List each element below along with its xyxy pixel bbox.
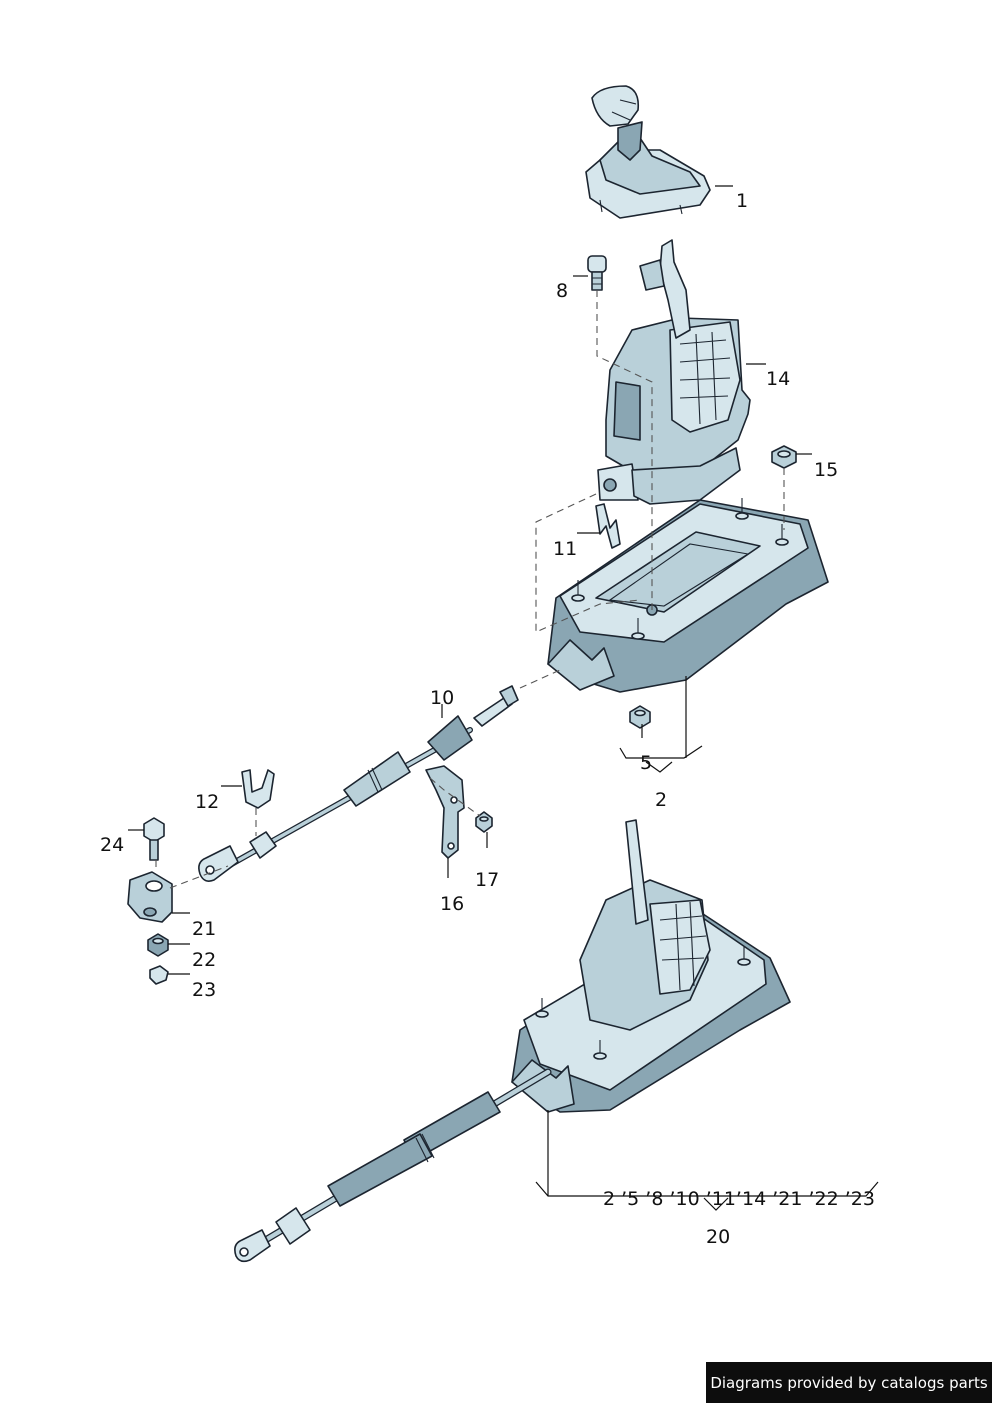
callout-14: 14 xyxy=(766,368,790,390)
assembly-studs xyxy=(535,946,751,1060)
part-12-clip[interactable] xyxy=(241,769,275,809)
callout-2: 2 xyxy=(655,789,667,811)
part-15-nut[interactable] xyxy=(771,445,797,469)
leader-lines xyxy=(128,185,879,1211)
part-24-bolt[interactable] xyxy=(143,817,165,861)
callout-12: 12 xyxy=(195,791,219,813)
callout-23: 23 xyxy=(192,979,216,1001)
callout-5: 5 xyxy=(640,752,652,774)
callout-15: 15 xyxy=(814,459,838,481)
part-22-nut[interactable] xyxy=(147,933,169,957)
part-10-selector-cable[interactable] xyxy=(198,685,519,882)
part-11-clip[interactable] xyxy=(595,503,621,549)
callout-11: 11 xyxy=(553,538,577,560)
callout-group-20-list: 2 ’5 ’8 ’10 ’11’14 ’21 ’22 ’23 xyxy=(603,1188,875,1210)
part-5-nut[interactable] xyxy=(629,705,651,729)
part-16-bracket[interactable] xyxy=(425,765,465,859)
part-17-nut[interactable] xyxy=(475,811,493,833)
callout-21: 21 xyxy=(192,918,216,940)
part-20-shift-assembly[interactable] xyxy=(234,819,791,1263)
part-23-sleeve[interactable] xyxy=(149,965,169,985)
callout-8: 8 xyxy=(556,280,568,302)
part-2-housing[interactable] xyxy=(547,498,829,693)
callout-22: 22 xyxy=(192,949,216,971)
callout-16: 16 xyxy=(440,893,464,915)
callout-10: 10 xyxy=(430,687,454,709)
callout-1: 1 xyxy=(736,190,748,212)
housing-studs xyxy=(571,498,789,640)
callout-labels: 1 8 14 15 11 10 5 2 12 24 17 16 21 22 23… xyxy=(100,190,875,1248)
part-14-shift-mechanism[interactable] xyxy=(597,239,751,505)
callout-20: 20 xyxy=(706,1226,730,1248)
part-8-screw[interactable] xyxy=(587,255,607,291)
footer-credit: Diagrams provided by catalogs parts xyxy=(706,1362,992,1403)
assembly-guide-lines xyxy=(155,290,785,889)
footer-credit-text: Diagrams provided by catalogs parts xyxy=(710,1373,988,1392)
part-21-cable-bracket[interactable] xyxy=(127,871,173,923)
part-1-gear-knob[interactable] xyxy=(585,85,711,219)
callout-17: 17 xyxy=(475,869,499,891)
callout-24: 24 xyxy=(100,834,124,856)
